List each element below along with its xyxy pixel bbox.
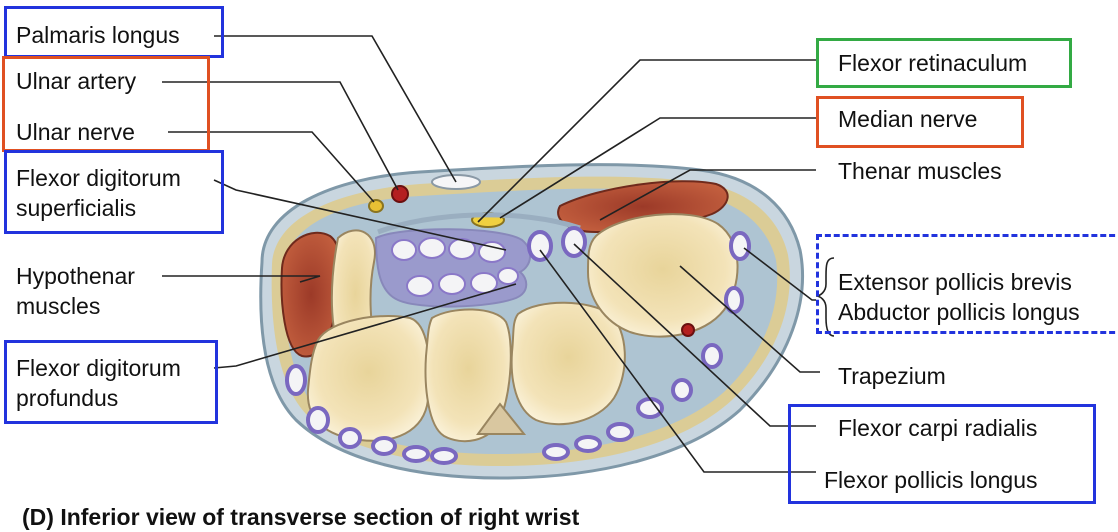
abductor-pollicis-longus-tendon bbox=[729, 231, 751, 261]
label-extensor-pollicis-brevis: Extensor pollicis brevis bbox=[838, 269, 1072, 295]
figure-caption: (D) Inferior view of transverse section … bbox=[22, 504, 580, 530]
label-fds-line2: superficialis bbox=[16, 195, 137, 221]
label-hypothenar-line1: Hypothenar bbox=[16, 263, 135, 289]
ulnar-nerve-structure bbox=[368, 199, 384, 213]
label-palmaris-longus: Palmaris longus bbox=[16, 22, 180, 48]
label-abductor-pollicis-longus: Abductor pollicis longus bbox=[838, 299, 1080, 325]
median-nerve-box bbox=[816, 96, 1024, 148]
label-ulnar-artery: Ulnar artery bbox=[16, 68, 137, 94]
label-hypothenar-line2: muscles bbox=[16, 293, 101, 319]
carpal-bone-2 bbox=[424, 308, 512, 443]
fdp-box bbox=[4, 340, 218, 424]
leader-lines bbox=[162, 35, 820, 473]
flexor-pollicis-longus-tendon bbox=[527, 230, 553, 262]
extensor-pollicis-brevis-tendon bbox=[724, 286, 744, 314]
radial-artery-structure bbox=[681, 323, 695, 337]
carpal-bone-1 bbox=[306, 315, 431, 442]
label-median-nerve: Median nerve bbox=[838, 106, 978, 132]
flexor-retinaculum-box bbox=[816, 38, 1072, 88]
label-fds-line1: Flexor digitorum bbox=[16, 165, 181, 191]
trapezoid-small-bone bbox=[476, 402, 527, 435]
trapezium-bone bbox=[586, 213, 739, 338]
epb-apl-box bbox=[816, 234, 1118, 334]
label-flexor-retinaculum: Flexor retinaculum bbox=[838, 50, 1028, 76]
label-fdp-line1: Flexor digitorum bbox=[16, 355, 181, 381]
label-trapezium: Trapezium bbox=[838, 363, 946, 389]
fdp-tendons bbox=[406, 267, 519, 297]
dorsal-extensor-tendons bbox=[285, 343, 723, 465]
fcr-fpl-box bbox=[788, 404, 1096, 504]
label-fdp-line2: profundus bbox=[16, 385, 119, 411]
label-flexor-carpi-radialis: Flexor carpi radialis bbox=[838, 415, 1038, 441]
label-flexor-pollicis-longus: Flexor pollicis longus bbox=[824, 467, 1038, 493]
label-ulnar-nerve: Ulnar nerve bbox=[16, 119, 135, 145]
carpal-bone-3 bbox=[510, 301, 626, 426]
fds-tendons bbox=[391, 237, 506, 263]
ulnar-artery-structure bbox=[391, 185, 409, 203]
label-thenar-muscles: Thenar muscles bbox=[838, 158, 1002, 184]
fds-box bbox=[4, 150, 224, 234]
